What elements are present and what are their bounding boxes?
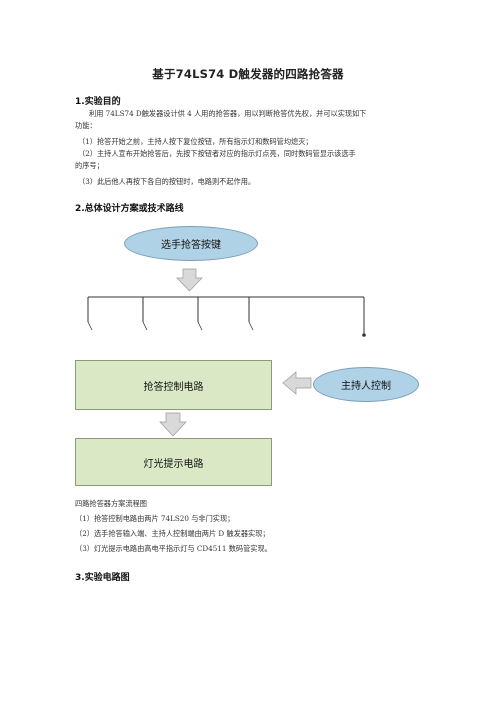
- note-2: （2）选手抢答输入端、主持人控制端由两片 D 触发器实现；: [75, 529, 270, 538]
- diagram-caption: 四路抢答器方案流程图: [75, 499, 147, 508]
- document-title: 基于74LS74 D触发器的四路抢答器: [152, 67, 344, 81]
- note-3: （3）灯光提示电路由高电平指示灯与 CD4511 数码管实现。: [75, 544, 272, 553]
- arrow-down-1: [176, 268, 203, 292]
- box-answer-control-circuit: 抢答控制电路: [75, 360, 272, 410]
- section1-intro-line1: 利用 74LS74 D触发器设计供 4 人用的抢答器，用以判断抢答优先权，并可以…: [89, 109, 367, 118]
- note-1: （1）抢答控制电路由两片 74LS20 与非门实现；: [75, 514, 235, 523]
- oval-contestant-buttons: 选手抢答按键: [124, 226, 258, 261]
- oval-host-control: 主持人控制: [313, 367, 419, 402]
- section1-item-3: （3）此后他人再按下各自的按钮时，电路则不起作用。: [78, 177, 256, 186]
- arrow-left: [282, 371, 312, 395]
- box-light-indicator-circuit: 灯光提示电路: [75, 438, 272, 486]
- section1-intro-line2: 功能：: [75, 121, 97, 130]
- section3-heading: 3.实验电路图: [75, 573, 130, 583]
- section1-heading: 1.实验目的: [75, 97, 121, 107]
- switch-2: [142, 321, 148, 331]
- arrow-down-2: [159, 412, 187, 437]
- switch-3: [197, 321, 203, 331]
- switch-4: [248, 321, 254, 331]
- section2-heading: 2.总体设计方案或技术路线: [75, 204, 184, 214]
- section1-item-1: （1）抢答开始之前，主持人按下复位按钮，所有指示灯和数码管均熄灭；: [78, 137, 313, 146]
- switch-1: [87, 321, 93, 331]
- section1-item-2: （2）主持人宣布开始抢答后，先按下按钮者对应的指示灯点亮，同时数码管显示该选手: [78, 149, 356, 158]
- section1-item-2-cont: 的序号；: [75, 161, 104, 170]
- bus-end-dot: [362, 333, 366, 337]
